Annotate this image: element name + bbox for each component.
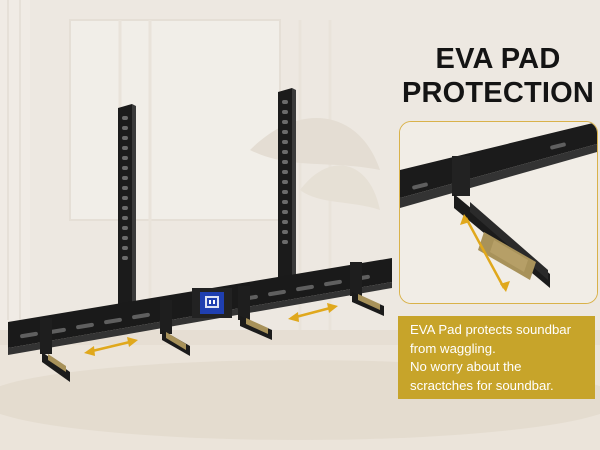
left-vertical-arm: [118, 104, 136, 314]
title-line-1: EVA PAD: [435, 43, 561, 75]
caption-line-4: scractches for soundbar.: [410, 377, 554, 393]
double-arrow-icon: [84, 337, 138, 356]
shelf-arm-2: [160, 300, 190, 356]
detail-inset-image: [399, 121, 598, 304]
caption-line-1: EVA Pad protects soundbar: [410, 322, 572, 337]
double-arrow-icon: [460, 214, 510, 292]
caption-line-3: No worry about the: [410, 359, 522, 375]
right-vertical-arm: [278, 88, 296, 300]
eva-pad: [478, 232, 536, 280]
caption-line-2: from waggling.: [410, 340, 496, 356]
title-line-2: PROTECTION: [401, 77, 595, 109]
page-title: EVA PAD PROTECTION: [398, 42, 598, 110]
brand-logo-icon: [207, 298, 217, 306]
shelf-arm-1: [40, 318, 70, 382]
shelf-arm-3: [238, 286, 272, 340]
center-mount-plate: [192, 288, 232, 318]
feature-caption: EVA Pad protects soundbar from waggling.…: [398, 316, 595, 399]
double-arrow-icon: [288, 303, 338, 322]
eva-pad-closeup: [400, 122, 597, 303]
shelf-arm-4: [350, 262, 384, 316]
